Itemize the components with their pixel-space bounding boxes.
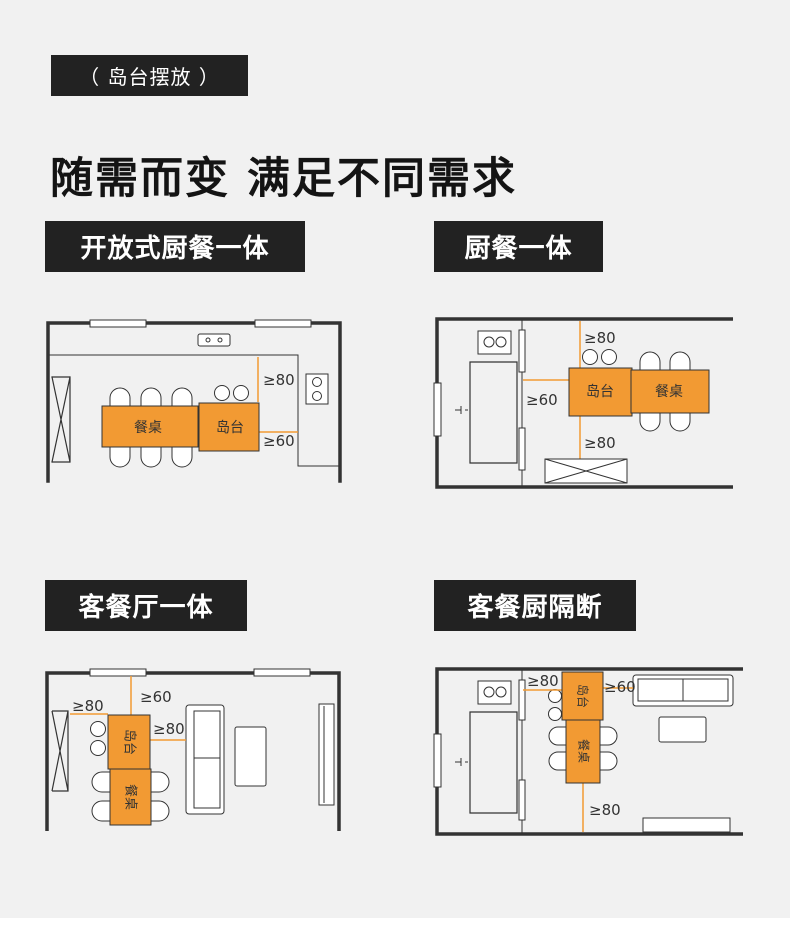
dimension-label: ≥80 (584, 329, 616, 347)
window-icon (89, 319, 312, 328)
dimension-label: ≥60 (526, 391, 558, 409)
window-icon (89, 668, 311, 677)
dimension-label: ≥80 (263, 371, 295, 389)
coffee-table-icon (658, 716, 707, 743)
island-label: 岛台 (586, 384, 614, 400)
sofa-icon (185, 704, 225, 815)
tv-cabinet-icon (318, 703, 335, 806)
floorplan-partition: 岛台 餐桌 ≥80 ≥60 ≥80 (433, 667, 743, 836)
dimension-label: ≥80 (584, 434, 616, 452)
dimension-label: ≥80 (153, 720, 185, 738)
dimension-label: ≥80 (72, 697, 104, 715)
kitchen-island (107, 714, 151, 770)
dining-table-label: 餐桌 (655, 384, 683, 400)
kitchen-island (561, 671, 604, 721)
faucet-icon (455, 758, 468, 766)
cooktop-icon (477, 680, 512, 705)
floorplan-living-dining: 岛台 餐桌 ≥80 ≥60 ≥80 (45, 668, 341, 831)
cooktop-icon (477, 330, 512, 355)
dimension-label: ≥60 (140, 688, 172, 706)
panel-title-open-kitchen-dining: 开放式厨餐一体 (45, 221, 305, 272)
floorplan-kitchen-dining: 岛台 餐桌 ≥80 ≥60 ≥80 (433, 317, 733, 489)
dining-table (101, 405, 199, 448)
island-stools (90, 721, 106, 756)
kitchen-island (568, 367, 633, 417)
floorplan-open-kitchen-dining: 餐桌 岛台 ≥80 ≥60 (46, 319, 342, 483)
headline: 随需而变 满足不同需求 (50, 154, 517, 204)
dimension-label: ≥60 (263, 432, 295, 450)
bottom-band (0, 918, 790, 938)
sofa-icon (632, 674, 734, 707)
window-icon (433, 382, 442, 437)
island-stools (582, 349, 617, 365)
faucet-icon (455, 406, 468, 414)
coffee-table-icon (234, 726, 267, 787)
island-label: 岛台 (216, 420, 244, 436)
panel-title-kitchen-dining: 厨餐一体 (434, 221, 603, 272)
cooktop-icon (305, 373, 329, 405)
island-label: 岛台 (576, 684, 591, 708)
dining-table (565, 719, 601, 784)
dining-table-label: 餐桌 (123, 784, 139, 810)
dining-chairs (109, 387, 193, 468)
panel-title-living-dining-kitchen-partition: 客餐厨隔断 (434, 580, 636, 631)
island-label: 岛台 (122, 729, 138, 755)
dining-table (630, 369, 710, 414)
dining-chairs (91, 771, 170, 822)
door-icon (518, 679, 526, 821)
kitchen-island (198, 402, 260, 452)
dining-table-label: 餐桌 (134, 420, 162, 436)
dimension-label: ≥80 (527, 672, 559, 690)
dimension-label: ≥80 (589, 801, 621, 819)
sink-icon (197, 333, 231, 347)
dining-chairs (639, 351, 691, 432)
section-tag: （ 岛台摆放 ） (51, 55, 248, 96)
island-stools (214, 385, 249, 401)
island-stools (548, 689, 562, 721)
tv-cabinet-icon (642, 817, 731, 833)
sideboard-icon (544, 458, 628, 484)
window-icon (433, 733, 442, 788)
door-icon (518, 329, 526, 471)
dining-table-label: 餐桌 (577, 739, 592, 763)
dining-chairs (548, 726, 618, 771)
dimension-label: ≥60 (604, 678, 636, 696)
panel-title-living-dining: 客餐厅一体 (45, 580, 247, 631)
dining-table (109, 768, 152, 826)
